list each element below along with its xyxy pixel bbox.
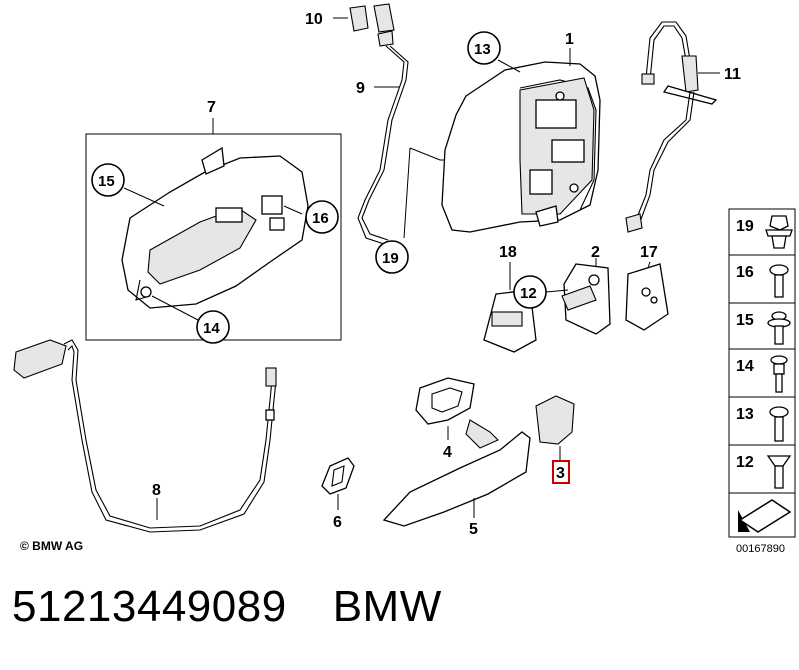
callout-14: 14 xyxy=(151,295,230,344)
label-4: 4 xyxy=(443,444,452,461)
label-8: 8 xyxy=(152,482,161,499)
brand: BMW xyxy=(332,582,442,631)
screw-icon xyxy=(769,406,789,442)
callout-19: 19 xyxy=(375,240,409,274)
part-8-rod: 8 xyxy=(13,339,277,533)
callout-15-label: 15 xyxy=(98,173,115,190)
part-17-cover: 17 xyxy=(625,244,669,331)
part-10-caps: 10 xyxy=(305,3,395,33)
part-3-cap: 3 xyxy=(535,395,575,484)
part-5-handle: 5 xyxy=(382,419,531,538)
screw-icon xyxy=(769,264,789,298)
label-18: 18 xyxy=(499,244,517,261)
clip-icon xyxy=(765,215,793,249)
highlight-box xyxy=(552,460,570,484)
callout-12-label: 12 xyxy=(520,285,537,302)
callout-16-label: 16 xyxy=(312,210,329,227)
part-11-cable: 11 xyxy=(625,21,741,233)
callout-15: 15 xyxy=(91,163,165,207)
parts-diagram: 10 9 19 1 13 xyxy=(13,3,796,538)
legend-label-14: 14 xyxy=(736,358,754,375)
callout-16: 16 xyxy=(283,200,339,234)
part-6-trim: 6 xyxy=(321,457,355,531)
fastener-legend: 19 16 15 14 13 12 xyxy=(728,208,796,538)
label-9: 9 xyxy=(356,80,365,97)
part-number: 51213449089 xyxy=(12,582,287,631)
callout-13: 13 xyxy=(467,31,521,73)
part-1-lock: 1 xyxy=(441,31,601,233)
footer: 51213449089 BMW xyxy=(12,582,488,632)
label-10: 10 xyxy=(305,11,323,28)
part-7-frame: 7 xyxy=(85,99,342,341)
part-2-striker: 2 xyxy=(561,244,611,335)
legend-label-16: 16 xyxy=(736,264,754,281)
doc-number: 00167890 xyxy=(736,543,785,555)
legend-label-19: 19 xyxy=(736,218,754,235)
screw-washer-icon xyxy=(767,311,791,345)
part-9-rod: 9 xyxy=(356,30,409,245)
label-17: 17 xyxy=(640,244,658,261)
direction-arrow-icon xyxy=(738,499,792,533)
legend-label-12: 12 xyxy=(736,454,754,471)
label-7: 7 xyxy=(207,99,216,116)
callout-12: 12 xyxy=(513,275,569,309)
legend-label-15: 15 xyxy=(736,312,754,329)
label-2: 2 xyxy=(591,244,600,261)
callout-19-label: 19 xyxy=(382,250,399,267)
callout-13-label: 13 xyxy=(474,41,491,58)
stud-icon xyxy=(770,355,788,393)
label-11: 11 xyxy=(724,66,741,83)
legend-label-13: 13 xyxy=(736,406,754,423)
callout-14-label: 14 xyxy=(203,320,220,337)
label-1: 1 xyxy=(565,31,574,48)
part-4-gasket: 4 xyxy=(415,377,475,461)
label-5: 5 xyxy=(469,521,478,538)
label-3: 3 xyxy=(556,465,565,482)
countersunk-screw-icon xyxy=(766,455,792,489)
copyright: © BMW AG xyxy=(20,539,84,553)
label-6: 6 xyxy=(333,514,342,531)
